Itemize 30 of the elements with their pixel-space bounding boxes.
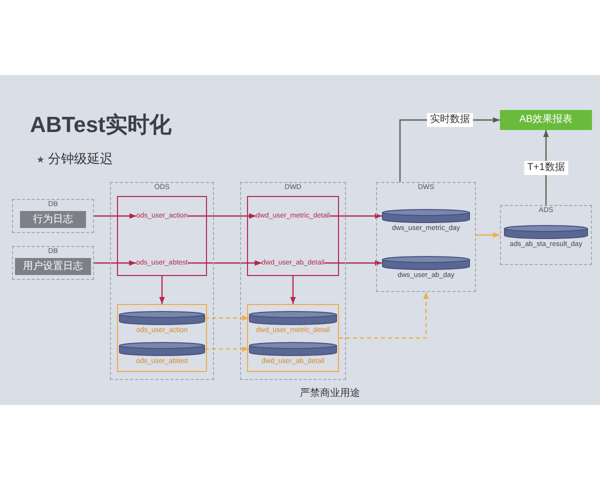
- arrow: [188, 213, 256, 219]
- layer-group: [376, 182, 476, 292]
- arrow: [339, 292, 429, 339]
- bullet-text: 分钟级延迟: [48, 151, 113, 167]
- source-group: [12, 199, 94, 233]
- layer-group: [500, 205, 592, 265]
- report-box: AB效果报表: [500, 110, 592, 130]
- log-source-box: 行为日志: [20, 211, 86, 228]
- edge-label: T+1数据: [524, 160, 568, 174]
- batch-stage-frame: [117, 304, 207, 372]
- slide-title: ABTest实时化: [30, 111, 172, 139]
- batch-stage-frame: [247, 304, 339, 372]
- source-group: [12, 246, 94, 280]
- arrow: [159, 276, 165, 304]
- edge-label: 实时数据: [427, 113, 473, 127]
- arrow: [476, 232, 500, 238]
- stream-stage-frame: [117, 196, 207, 276]
- footer-note: 严禁商业用途: [300, 387, 360, 400]
- log-source-box: 用户设置日志: [15, 258, 91, 275]
- arrow: [330, 213, 382, 219]
- arrow: [94, 213, 136, 219]
- arrow: [290, 276, 296, 304]
- arrow: [205, 346, 249, 352]
- layer-group: [110, 182, 214, 380]
- stream-stage-frame: [247, 196, 339, 276]
- arrow: [188, 260, 262, 266]
- arrow: [324, 260, 382, 266]
- arrow: [205, 315, 249, 321]
- layer-group: [240, 182, 346, 380]
- arrow: [94, 260, 136, 266]
